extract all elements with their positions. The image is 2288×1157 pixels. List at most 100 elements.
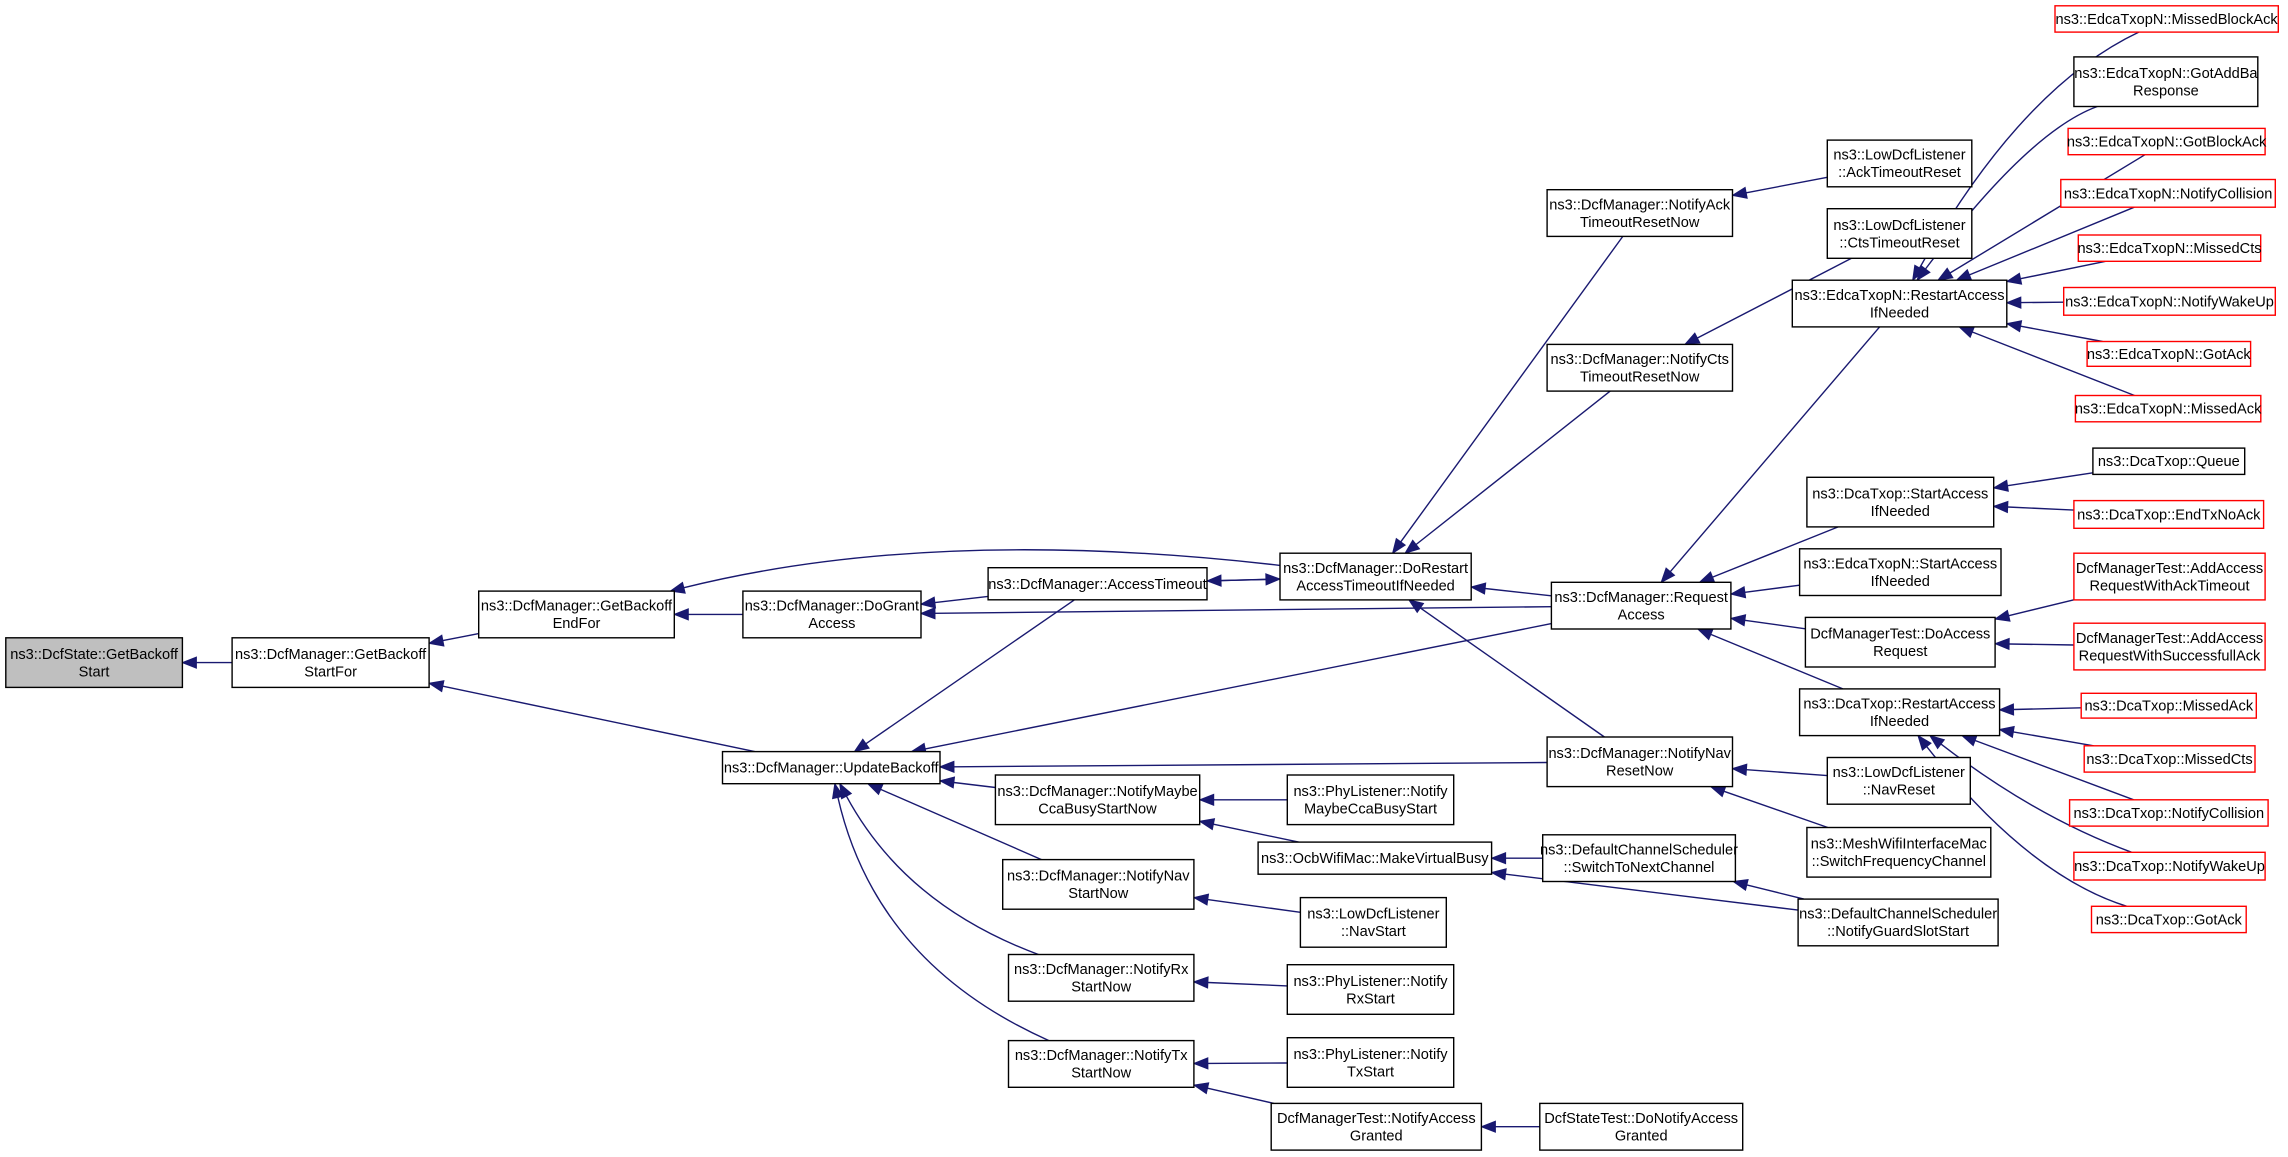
edge-line: [1949, 154, 2146, 274]
node-box: [2086, 340, 2252, 367]
arrowhead: [2005, 320, 2023, 333]
node-label-line: IfNeeded: [1871, 574, 1930, 590]
node-box: [1546, 343, 1734, 392]
node-dcamissedcts[interactable]: ns3::DcaTxop::MissedCts: [2083, 745, 2256, 773]
edge-updatebackoff-to-getbackoffstartfor: [427, 680, 755, 753]
node-box: [2060, 178, 2277, 208]
node-notifycts[interactable]: ns3::DcfManager::NotifyCtsTimeoutResetNo…: [1546, 343, 1734, 392]
node-switchnext[interactable]: ns3::DefaultChannelScheduler::SwitchToNe…: [1540, 834, 1738, 883]
edge-accesstimeout-to-dorestart: [1206, 573, 1282, 586]
node-lownavreset[interactable]: ns3::LowDcfListener::NavReset: [1826, 756, 1972, 805]
node-notifymaybe[interactable]: ns3::DcfManager::NotifyMaybeCcaBusyStart…: [994, 774, 1201, 826]
node-label-line: ns3::DcfManager::Request: [1554, 590, 1728, 606]
edge-line: [1746, 884, 1805, 900]
edge-getbackoffendfor-to-getbackoffstartfor: [427, 632, 479, 647]
node-label-line: ns3::DcfManager::DoGrant: [745, 599, 919, 615]
node-label-line: ::NavStart: [1341, 924, 1406, 940]
node-label-line: ns3::EdcaTxopN::GotAddBa: [2074, 66, 2258, 82]
node-dcaendtxnoack[interactable]: ns3::DcaTxop::EndTxNoAck: [2073, 499, 2265, 530]
node-gotblockack[interactable]: ns3::EdcaTxopN::GotBlockAck: [2067, 127, 2267, 156]
edge-line: [442, 632, 479, 642]
node-makevirtualbusy[interactable]: ns3::OcbWifiMac::MakeVirtualBusy: [1257, 841, 1493, 875]
node-missedblockack[interactable]: ns3::EdcaTxopN::MissedBlockAck: [2054, 5, 2280, 33]
edge-dcamissedack-to-dcarestart: [1998, 703, 2082, 716]
node-edcamissedack[interactable]: ns3::EdcaTxopN::MissedAck: [2074, 394, 2262, 423]
node-edcamissedcts[interactable]: ns3::EdcaTxopN::MissedCts: [2077, 234, 2262, 262]
node-edcacollision[interactable]: ns3::EdcaTxopN::NotifyCollision: [2060, 178, 2277, 208]
arrowhead: [1480, 1120, 1496, 1133]
edge-dcamissedcts-to-dcarestart: [1998, 725, 2094, 747]
edge-notifytx-to-updatebackoff: [831, 782, 1050, 1042]
arrowhead: [427, 680, 445, 693]
edge-line: [845, 795, 1039, 956]
arrowhead: [1198, 818, 1216, 831]
node-label-line: EndFor: [553, 616, 601, 632]
node-lownavstart[interactable]: ns3::LowDcfListener::NavStart: [1299, 896, 1448, 948]
node-label-line: ns3::DcaTxop::GotAck: [2096, 913, 2243, 929]
node-box: [1826, 207, 1973, 259]
node-label-line: ns3::DcfManager::NotifyCts: [1550, 352, 1728, 368]
edge-line: [2007, 506, 2074, 511]
node-updatebackoff[interactable]: ns3::DcfManager::UpdateBackoff: [721, 750, 941, 785]
node-notifyack[interactable]: ns3::DcfManager::NotifyAckTimeoutResetNo…: [1546, 188, 1734, 238]
node-accesstimeout[interactable]: ns3::DcfManager::AccessTimeout: [987, 567, 1208, 601]
node-label-line: StartNow: [1071, 1066, 1131, 1082]
node-ctstimeoutreset[interactable]: ns3::LowDcfListener::CtsTimeoutReset: [1826, 207, 1973, 259]
node-acktimeoutreset[interactable]: ns3::LowDcfListener::AckTimeoutReset: [1826, 139, 1973, 188]
arrowhead: [1928, 734, 1946, 750]
arrowhead: [1490, 851, 1507, 865]
node-label-line: ns3::DcaTxop::MissedCts: [2086, 752, 2252, 768]
arrowhead: [1992, 500, 2009, 514]
node-label-line: ns3::EdcaTxopN::MissedBlockAck: [2055, 12, 2278, 28]
node-edcagotack[interactable]: ns3::EdcaTxopN::GotAck: [2086, 340, 2252, 367]
arrowhead: [1731, 186, 1748, 199]
node-guardslot[interactable]: ns3::DefaultChannelScheduler::NotifyGuar…: [1797, 898, 1999, 947]
node-dorestart[interactable]: ns3::DcfManager::DoRestartAccessTimeoutI…: [1279, 552, 1472, 601]
node-phymaybe[interactable]: ns3::PhyListener::NotifyMaybeCcaBusyStar…: [1286, 774, 1455, 826]
node-dcamissedack[interactable]: ns3::DcaTxop::MissedAck: [2080, 692, 2257, 719]
node-label-line: TimeoutResetNow: [1580, 215, 1700, 231]
node-box: [2073, 622, 2266, 671]
node-addackto[interactable]: DcfManagerTest::AddAccessRequestWithAckT…: [2073, 552, 2266, 601]
node-box: [2083, 745, 2256, 773]
node-dcacollision[interactable]: ns3::DcaTxop::NotifyCollision: [2068, 799, 2269, 827]
node-box: [2073, 552, 2266, 601]
node-edcawakeup[interactable]: ns3::EdcaTxopN::NotifyWakeUp: [2062, 286, 2276, 316]
arrowhead: [1957, 326, 1976, 339]
arrowhead: [1993, 609, 2011, 622]
node-dcaqueue[interactable]: ns3::DcaTxop::Queue: [2092, 447, 2246, 476]
node-label-line: ns3::DcaTxop::Queue: [2098, 454, 2240, 470]
node-label-line: Start: [79, 664, 110, 680]
node-box: [2074, 394, 2262, 423]
edge-edcarestart-to-requestaccess: [1660, 326, 1881, 584]
node-addsuccess[interactable]: DcfManagerTest::AddAccessRequestWithSucc…: [2073, 622, 2266, 671]
node-label-line: ns3::DcaTxop::NotifyCollision: [2073, 806, 2264, 822]
node-dcawakeup[interactable]: ns3::DcaTxop::NotifyWakeUp: [2073, 851, 2266, 881]
edge-line: [2020, 325, 2103, 343]
node-label-line: Granted: [1350, 1129, 1403, 1145]
node-meshswitch[interactable]: ns3::MeshWifiInterfaceMac::SwitchFrequen…: [1806, 826, 1992, 878]
edge-line: [1744, 619, 1806, 630]
edge-line: [1744, 584, 1800, 593]
node-dcagotack[interactable]: ns3::DcaTxop::GotAck: [2090, 905, 2247, 934]
node-box: [1806, 826, 1992, 878]
